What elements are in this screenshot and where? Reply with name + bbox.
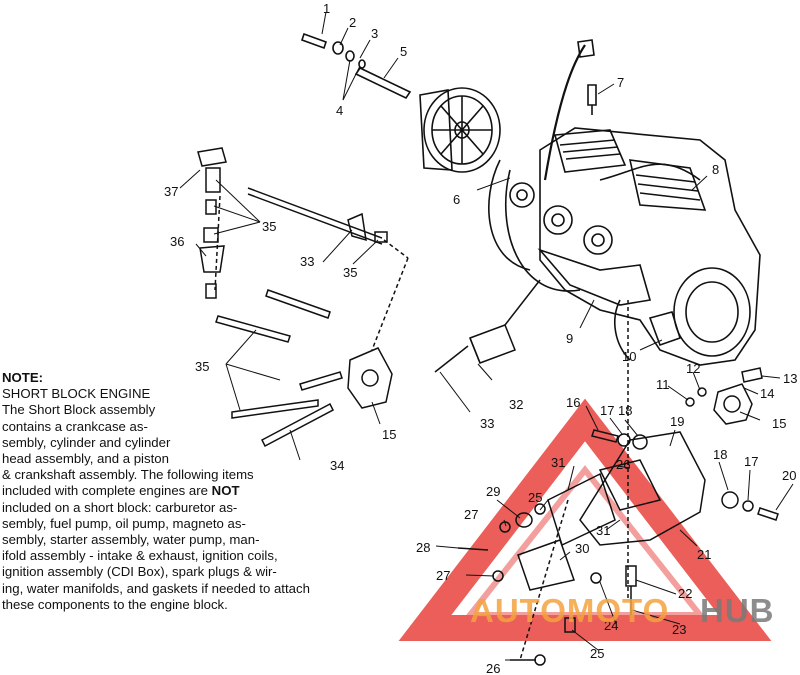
callout-33-left: 33 <box>300 254 314 269</box>
callout-32: 32 <box>509 397 523 412</box>
engine-assembly <box>488 39 761 366</box>
callout-35-upper: 35 <box>262 219 276 234</box>
callout-10: 10 <box>622 349 636 364</box>
callout-24: 24 <box>604 618 618 633</box>
callout-15-right: 15 <box>772 416 786 431</box>
callout-35-lower: 35 <box>195 359 209 374</box>
callout-13: 13 <box>783 371 797 386</box>
note-line: ifold assembly - intake & exhaust, ignit… <box>2 548 278 564</box>
engine-mount-brackets <box>457 300 779 666</box>
cdi-box <box>434 279 541 373</box>
note-line: ignition assembly (CDI Box), spark plugs… <box>2 564 277 580</box>
callout-6: 6 <box>453 192 460 207</box>
callout-8: 8 <box>712 162 719 177</box>
callout-36: 36 <box>170 234 184 249</box>
note-line: included on a short block: carburetor as… <box>2 499 238 515</box>
callout-31-center: 31 <box>596 523 610 538</box>
callout-22: 22 <box>678 586 692 601</box>
note-line: sembly, fuel pump, oil pump, magneto as- <box>2 515 246 531</box>
callout-14: 14 <box>760 386 774 401</box>
callout-17-right: 17 <box>744 454 758 469</box>
callout-33-right: 33 <box>480 416 494 431</box>
callout-numbers: 1 2 3 4 5 6 7 8 9 10 11 12 13 14 15 15 1… <box>164 1 797 675</box>
callout-23: 23 <box>672 622 686 637</box>
note-heading: NOTE: <box>2 370 44 385</box>
callout-20: 20 <box>782 468 796 483</box>
note-line: head assembly, and a piston <box>2 451 169 467</box>
short-block-note: NOTE: SHORT BLOCK ENGINE The Short Block… <box>2 370 332 613</box>
note-line: SHORT BLOCK ENGINE <box>2 386 151 402</box>
callout-25-bottom: 25 <box>590 646 604 661</box>
callout-27-lower: 27 <box>436 568 450 583</box>
callout-35-middle: 35 <box>343 265 357 280</box>
watermark-text-hub: HUB <box>700 592 775 629</box>
callout-9: 9 <box>566 331 573 346</box>
callout-26-upper: 26 <box>616 457 630 472</box>
callout-28: 28 <box>416 540 430 555</box>
callout-4: 4 <box>336 103 343 118</box>
callout-11: 11 <box>656 377 670 392</box>
note-line: & crankshaft assembly. The following ite… <box>2 467 254 483</box>
note-line: included with complete engines are NOT <box>2 483 332 499</box>
callout-30: 30 <box>575 541 589 556</box>
callout-5: 5 <box>400 44 407 59</box>
automotohub-watermark-text: AUTOMOTO HUB <box>470 592 775 629</box>
callout-18-right: 18 <box>713 447 727 462</box>
note-line: contains a crankcase as- <box>2 418 148 434</box>
note-line: The Short Block assembly <box>2 402 156 418</box>
callout-31-left: 31 <box>551 455 565 470</box>
callout-25-right: 25 <box>528 490 542 505</box>
note-line: sembly, cylinder and cylinder <box>2 434 171 450</box>
watermark-text-automoto: AUTOMOTO <box>470 592 669 629</box>
drive-clutch <box>300 32 501 173</box>
callout-18-left: 18 <box>618 403 632 418</box>
callout-3: 3 <box>371 26 378 41</box>
callout-29: 29 <box>486 484 500 499</box>
callout-leaders <box>179 11 794 661</box>
callout-19: 19 <box>670 414 684 429</box>
callout-21: 21 <box>697 547 711 562</box>
callout-17-left: 17 <box>600 403 614 418</box>
callout-37: 37 <box>164 184 178 199</box>
note-line: ing, water manifolds, and gaskets if nee… <box>2 580 310 596</box>
callout-34: 34 <box>330 458 344 473</box>
callout-12: 12 <box>686 361 700 376</box>
callout-2: 2 <box>349 15 356 30</box>
note-not-emphasis: NOT <box>211 483 240 499</box>
callout-16: 16 <box>566 395 580 410</box>
note-line: sembly, starter assembly, water pump, ma… <box>2 532 260 548</box>
oil-pump-linkage <box>197 147 409 448</box>
callout-27-upper: 27 <box>464 507 478 522</box>
callout-15-left: 15 <box>382 427 396 442</box>
note-line: these components to the engine block. <box>2 596 228 612</box>
note-line-text: included with complete engines are <box>2 483 212 499</box>
callout-7: 7 <box>617 75 624 90</box>
callout-1: 1 <box>323 1 330 16</box>
callout-26-bottom: 26 <box>486 661 500 675</box>
